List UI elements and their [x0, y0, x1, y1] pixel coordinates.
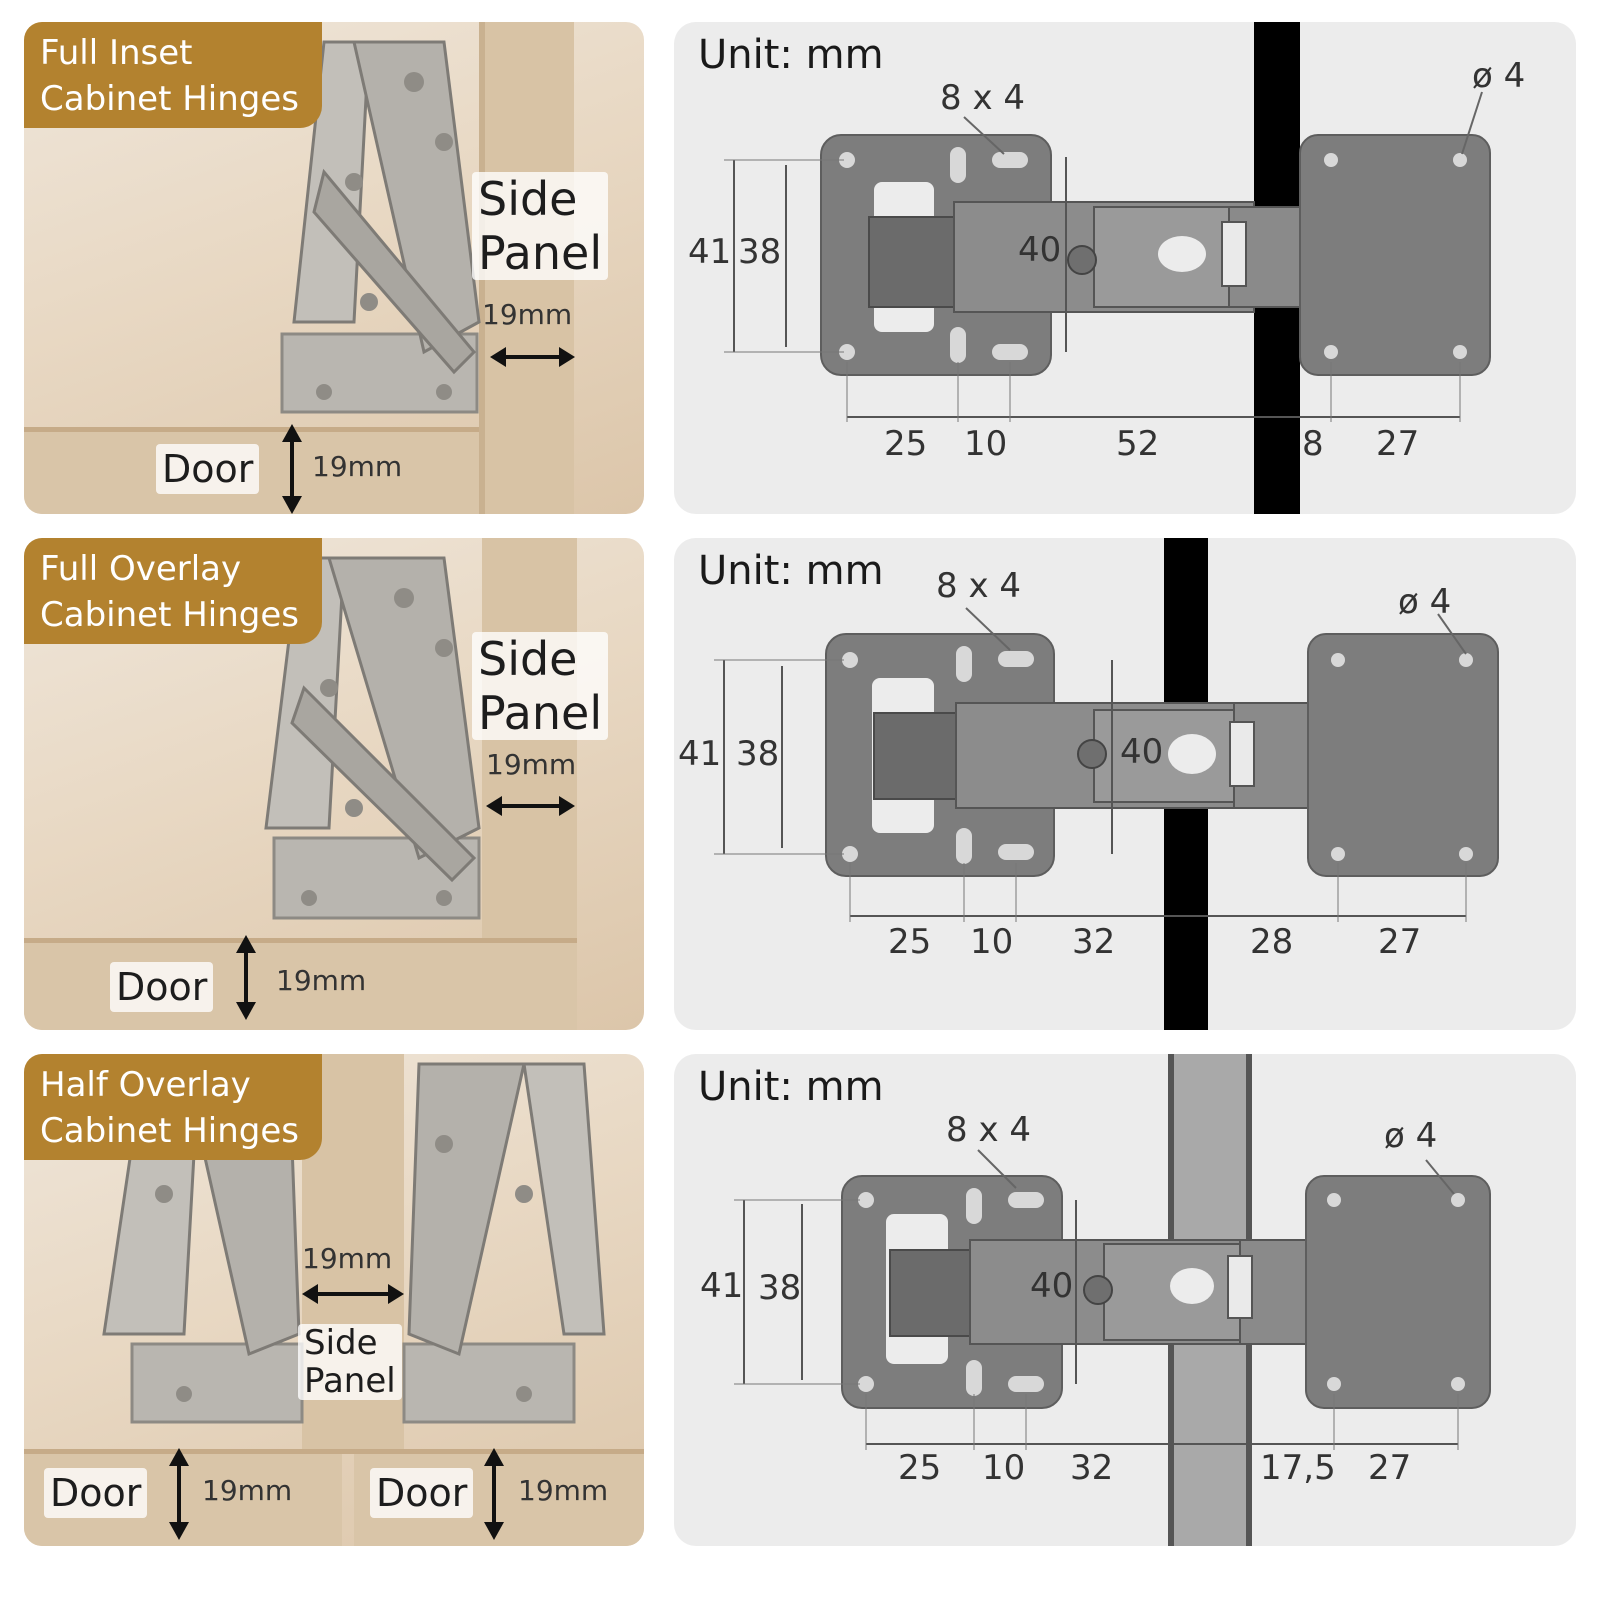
width-5-label: 27	[1368, 1448, 1412, 1488]
hole-diameter-label: ø 4	[1384, 1116, 1438, 1156]
center-distance-label: 40	[1030, 1266, 1074, 1306]
hinge-photo-illustration	[24, 22, 575, 514]
side-thickness-label: 19mm	[486, 748, 577, 781]
side-thickness-label: 19mm	[482, 298, 573, 331]
width-3-label: 52	[1116, 424, 1160, 464]
side-thickness-label: 19mm	[302, 1242, 393, 1275]
side-panel-label: Side Panel	[472, 172, 609, 280]
width-3-label: 32	[1072, 922, 1116, 962]
height-outer-label: 41	[678, 734, 722, 774]
door-thickness-label-left: 19mm	[202, 1474, 293, 1507]
title-line-1: Full Overlay	[40, 549, 242, 589]
photo-full-inset: Full Inset Cabinet Hinges Side Panel 19m…	[24, 22, 644, 514]
width-4-label: 8	[1302, 424, 1324, 464]
door-thickness-label: 19mm	[276, 964, 367, 997]
panel-title-half-overlay: Half Overlay Cabinet Hinges	[24, 1054, 322, 1160]
height-outer-label: 41	[700, 1266, 744, 1306]
hinge-dimension-drawing	[714, 538, 1499, 1030]
slot-size-label: 8 x 4	[936, 566, 1021, 606]
side-panel-label: Side Panel	[472, 632, 609, 740]
door-label-left: Door	[44, 1468, 148, 1518]
door-thickness-label-right: 19mm	[518, 1474, 609, 1507]
door-label: Door	[110, 962, 214, 1012]
width-3-label: 32	[1070, 1448, 1114, 1488]
hinge-dimension-drawing	[734, 1054, 1491, 1546]
slot-size-label: 8 x 4	[946, 1110, 1031, 1150]
width-2-label: 10	[970, 922, 1014, 962]
center-distance-label: 40	[1018, 230, 1062, 270]
photo-half-overlay: Half Overlay Cabinet Hinges 19mm Side Pa…	[24, 1054, 644, 1546]
height-inner-label: 38	[738, 232, 782, 272]
width-5-label: 27	[1378, 922, 1422, 962]
title-line-2: Cabinet Hinges	[40, 1111, 299, 1151]
title-line-2: Cabinet Hinges	[40, 595, 299, 635]
title-line-2: Cabinet Hinges	[40, 79, 299, 119]
center-distance-label: 40	[1120, 732, 1164, 772]
unit-label: Unit: mm	[698, 32, 884, 78]
width-1-label: 25	[884, 424, 928, 464]
panel-full-overlay: Full Overlay Cabinet Hinges Side Panel 1…	[24, 538, 1576, 1030]
width-2-label: 10	[964, 424, 1008, 464]
slot-size-label: 8 x 4	[940, 78, 1025, 118]
photo-full-overlay: Full Overlay Cabinet Hinges Side Panel 1…	[24, 538, 644, 1030]
unit-label: Unit: mm	[698, 548, 884, 594]
height-inner-label: 38	[736, 734, 780, 774]
panel-title-full-inset: Full Inset Cabinet Hinges	[24, 22, 322, 128]
diagram-full-overlay: Unit: mm 8 x 4 ø 4 41 38 40 25 10 32 28 …	[674, 538, 1576, 1030]
hole-diameter-label: ø 4	[1398, 582, 1452, 622]
side-panel-label: Side Panel	[298, 1324, 402, 1400]
height-inner-label: 38	[758, 1268, 802, 1308]
width-5-label: 27	[1376, 424, 1420, 464]
panel-half-overlay: Half Overlay Cabinet Hinges 19mm Side Pa…	[24, 1054, 1576, 1546]
width-1-label: 25	[898, 1448, 942, 1488]
door-label-right: Door	[370, 1468, 474, 1518]
door-thickness-label: 19mm	[312, 450, 403, 483]
panel-title-full-overlay: Full Overlay Cabinet Hinges	[24, 538, 322, 644]
width-4-label: 17,5	[1260, 1448, 1336, 1488]
title-line-1: Half Overlay	[40, 1065, 251, 1105]
title-line-1: Full Inset	[40, 33, 193, 73]
door-label: Door	[156, 444, 260, 494]
unit-label: Unit: mm	[698, 1064, 884, 1110]
width-4-label: 28	[1250, 922, 1294, 962]
hinge-dimension-drawing	[724, 22, 1491, 514]
width-1-label: 25	[888, 922, 932, 962]
hole-diameter-label: ø 4	[1472, 56, 1526, 96]
diagram-half-overlay: Unit: mm 8 x 4 ø 4 41 38 40 25 10 32 17,…	[674, 1054, 1576, 1546]
diagram-full-inset: Unit: mm 8 x 4 ø 4 41 38 40 25 10 52 8 2…	[674, 22, 1576, 514]
width-2-label: 10	[982, 1448, 1026, 1488]
height-outer-label: 41	[688, 232, 732, 272]
panel-full-inset: Full Inset Cabinet Hinges Side Panel 19m…	[24, 22, 1576, 514]
